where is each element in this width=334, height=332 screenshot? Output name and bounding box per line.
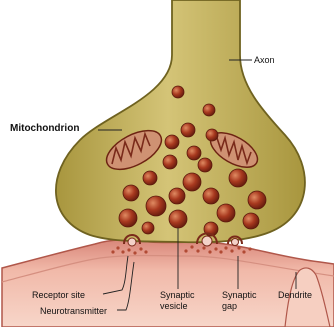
synaptic-vesicle xyxy=(169,188,185,204)
axon-terminal xyxy=(56,0,305,242)
neurotransmitter-molecule xyxy=(208,250,211,253)
synaptic-vesicle-label: Synaptic vesicle xyxy=(160,290,195,312)
neurotransmitter-molecule xyxy=(196,249,199,252)
receptor-site-label: Receptor site xyxy=(32,290,85,300)
dendrite-label: Dendrite xyxy=(278,290,312,300)
neurotransmitter-molecule xyxy=(133,251,136,254)
synaptic-vesicle xyxy=(119,209,137,227)
synaptic-vesicle xyxy=(229,169,247,187)
neurotransmitter-molecule xyxy=(242,250,245,253)
synaptic-vesicle xyxy=(198,158,212,172)
synaptic-vesicle xyxy=(203,188,219,204)
synaptic-vesicle xyxy=(206,129,218,141)
synaptic-gap-label: Synaptic gap xyxy=(222,290,257,312)
synaptic-vesicle xyxy=(142,222,154,234)
mitochondrion-label: Mitochondrion xyxy=(10,124,79,134)
neurotransmitter-molecule xyxy=(224,246,227,249)
neurotransmitter-molecule xyxy=(248,247,251,250)
synaptic-vesicle xyxy=(183,173,201,191)
neurotransmitter-molecule xyxy=(121,250,124,253)
neurotransmitter-molecule xyxy=(202,246,205,249)
neurotransmitter-molecule xyxy=(144,250,147,253)
neurotransmitter-molecule xyxy=(214,247,217,250)
neurotransmitter-molecule xyxy=(111,250,114,253)
neurotransmitter-molecule xyxy=(184,249,187,252)
synaptic-vesicle xyxy=(146,196,166,216)
synaptic-vesicle xyxy=(243,213,259,229)
synaptic-vesicle xyxy=(165,135,179,149)
neurotransmitter-molecule xyxy=(237,246,240,249)
neurotransmitter-molecule xyxy=(116,246,119,249)
synaptic-vesicle xyxy=(203,104,215,116)
synaptic-vesicle xyxy=(123,185,139,201)
neurotransmitter-molecule xyxy=(219,250,222,253)
synaptic-vesicle xyxy=(181,123,195,137)
synaptic-vesicle xyxy=(143,171,157,185)
neurotransmitter-molecule xyxy=(230,249,233,252)
synaptic-vesicle xyxy=(187,146,201,160)
synaptic-vesicle xyxy=(217,204,235,222)
synaptic-vesicle xyxy=(248,191,266,209)
synaptic-vesicle xyxy=(169,210,187,228)
neurotransmitter-molecule xyxy=(127,248,130,251)
neurotransmitter-molecule xyxy=(139,247,142,250)
synaptic-vesicle xyxy=(172,86,184,98)
synaptic-vesicle xyxy=(163,155,177,169)
axon-label: Axon xyxy=(254,55,275,65)
neurotransmitter-label: Neurotransmitter xyxy=(40,306,107,316)
neurotransmitter-molecule xyxy=(190,245,193,248)
